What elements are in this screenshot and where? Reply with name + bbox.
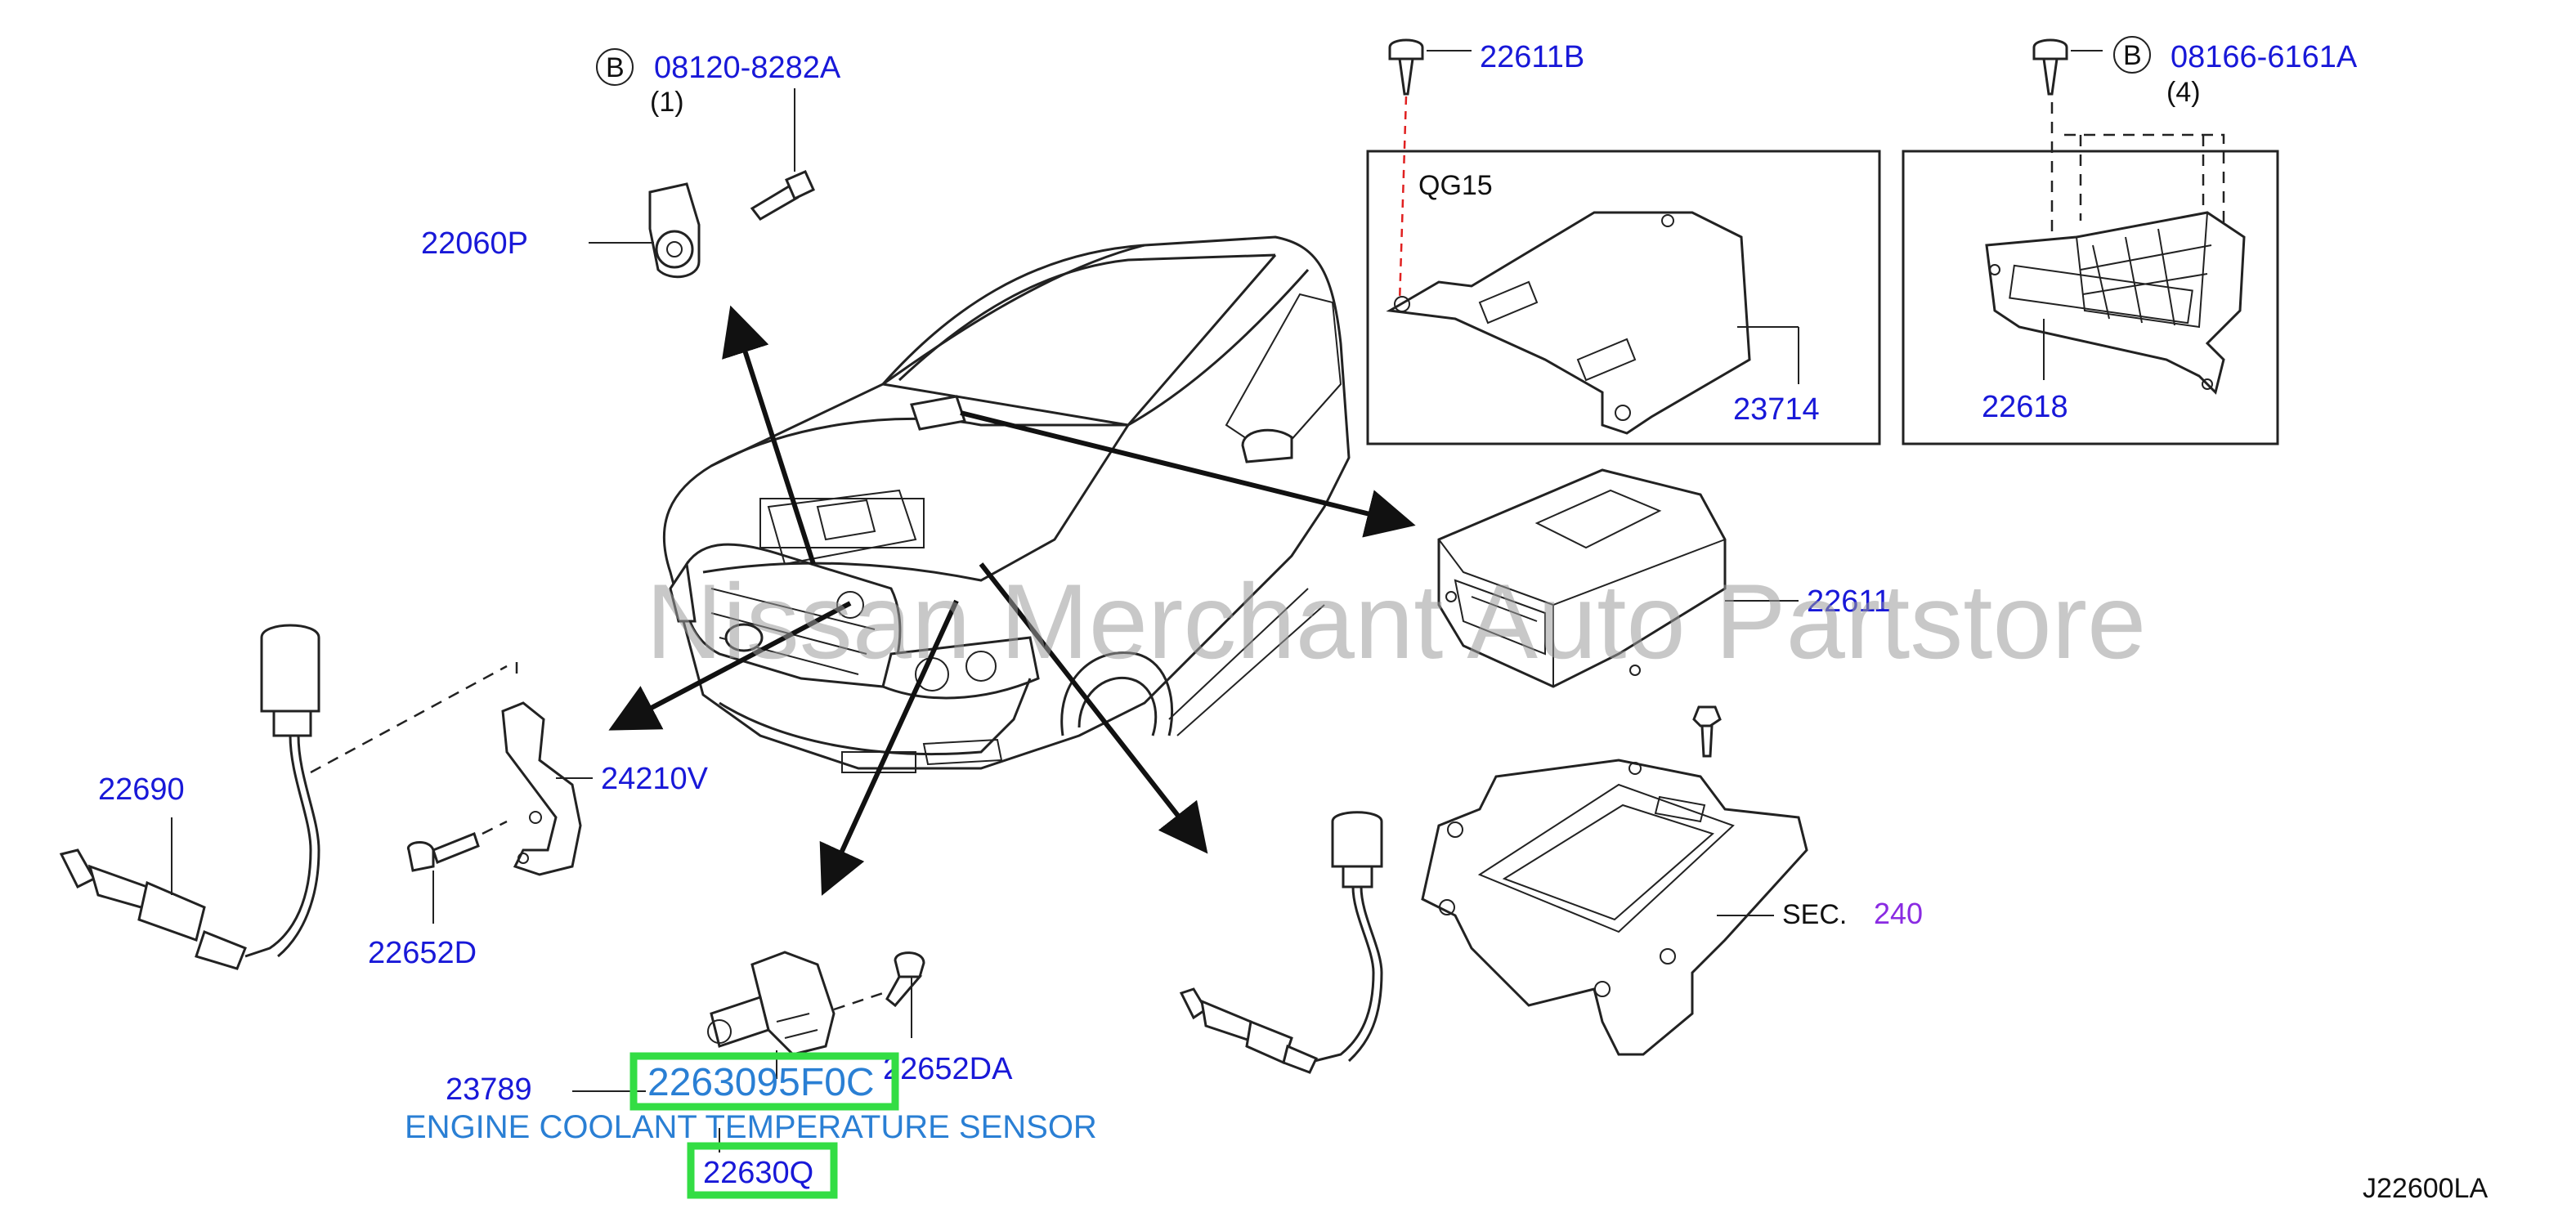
box-23714: [1366, 150, 1881, 445]
label-22611b[interactable]: 22611B: [1480, 40, 1584, 74]
label-22611[interactable]: 22611: [1807, 584, 1891, 619]
label-22690[interactable]: 22690: [98, 772, 185, 807]
bracket-23714-group: 22611B QG15 23714: [1366, 38, 1881, 445]
label-08166-6161a[interactable]: 08166-6161A: [2171, 40, 2358, 74]
part-number-2263095f0c[interactable]: 2263095F0C: [647, 1061, 875, 1104]
label-22060p[interactable]: 22060P: [421, 226, 528, 261]
knock-sensor-group: B 08120-8282A (1) 22060P: [421, 48, 841, 279]
label-22652da[interactable]: 22652DA: [883, 1052, 1013, 1086]
box-22618: [1902, 150, 2279, 445]
label-22630q[interactable]: 22630Q: [703, 1156, 813, 1190]
bracket-22618-group: B 08166-6161A (4) 22618: [1902, 36, 2358, 445]
bracket-24210v-group: 24210V 22652D: [368, 701, 709, 970]
watermark: Nissan Merchant Auto Partstore: [646, 562, 2146, 681]
circle-b-label-2: B: [2123, 40, 2142, 71]
circle-b-label: B: [606, 52, 625, 83]
label-22618[interactable]: 22618: [1982, 390, 2068, 424]
label-08120-8282a[interactable]: 08120-8282A: [654, 51, 841, 85]
ecm-22611-group: 22611: [1437, 468, 1891, 688]
ecm-cover-group: SEC. 240: [1421, 705, 1923, 1056]
label-qty-4: (4): [2166, 77, 2201, 108]
label-23714[interactable]: 23714: [1733, 392, 1820, 427]
label-qg15: QG15: [1418, 170, 1493, 201]
part-description: ENGINE COOLANT TEMPERATURE SENSOR: [405, 1109, 1097, 1145]
label-sec: SEC.: [1782, 899, 1847, 930]
label-22652d[interactable]: 22652D: [368, 936, 477, 970]
label-qty-1: (1): [650, 87, 684, 118]
part-number-highlight[interactable]: [629, 1052, 899, 1111]
o2-sensor-right-group: [1179, 811, 1383, 1074]
diagram-id: J22600LA: [2363, 1173, 2488, 1204]
o2-sensor-22690-group: 22690: [59, 624, 518, 970]
car-illustration: [662, 235, 1351, 773]
label-sec-240[interactable]: 240: [1874, 897, 1923, 930]
part-22630q-highlight[interactable]: [687, 1142, 838, 1199]
label-23789[interactable]: 23789: [446, 1072, 532, 1107]
pointer-arrows: [608, 305, 1416, 896]
coolant-sensor-group: 22652DA 23789 2263095F0C ENGINE COOLANT …: [405, 951, 1097, 1199]
label-24210v[interactable]: 24210V: [601, 762, 709, 796]
